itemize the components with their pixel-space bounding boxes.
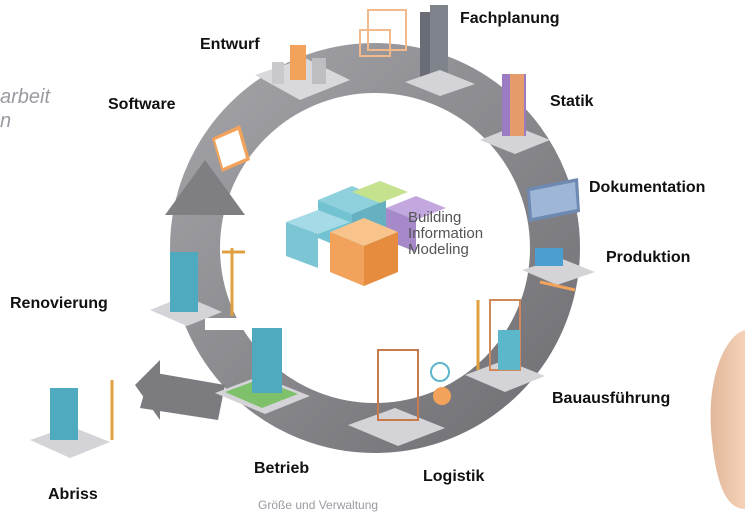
label-statik: Statik <box>550 93 594 110</box>
betrieb-illustration <box>215 328 310 414</box>
label-abriss: Abriss <box>48 486 98 503</box>
bottom-caption: Größe und Verwaltung <box>258 498 379 512</box>
entwurf-illustration <box>255 45 350 100</box>
hand-image <box>710 330 745 509</box>
label-betrieb: Betrieb <box>254 460 310 477</box>
bim-logo-line3: Modeling <box>408 241 469 258</box>
abriss-illustration <box>30 380 114 458</box>
ring-arrow-head <box>165 160 245 215</box>
label-software: Software <box>108 96 176 113</box>
label-produktion: Produktion <box>606 249 691 266</box>
label-bauausfuehrung: Bauausführung <box>552 390 671 407</box>
statik-illustration <box>480 74 550 154</box>
label-dokumentation: Dokumentation <box>589 179 706 196</box>
partial-text-line1: arbeit <box>0 86 51 108</box>
software-illustration <box>212 125 250 172</box>
bim-logo-line1: Building <box>408 209 462 226</box>
bauausfuehrung-illustration <box>465 299 545 392</box>
bim-logo-line2: Information <box>408 225 484 242</box>
logistik-illustration <box>348 349 451 446</box>
bim-cube-logo <box>286 181 446 286</box>
bim-logo-text: Building Information Modeling <box>408 210 483 258</box>
partial-text-line2: n <box>0 110 12 132</box>
dokumentation-illustration <box>527 178 580 222</box>
label-logistik: Logistik <box>423 468 485 485</box>
produktion-illustration <box>522 248 595 292</box>
label-renovierung: Renovierung <box>10 295 108 312</box>
abriss-branch <box>140 372 225 420</box>
label-fachplanung: Fachplanung <box>460 10 560 27</box>
renovierung-illustration <box>150 248 245 326</box>
fachplanung-illustration <box>359 5 475 96</box>
label-entwurf: Entwurf <box>200 36 260 53</box>
